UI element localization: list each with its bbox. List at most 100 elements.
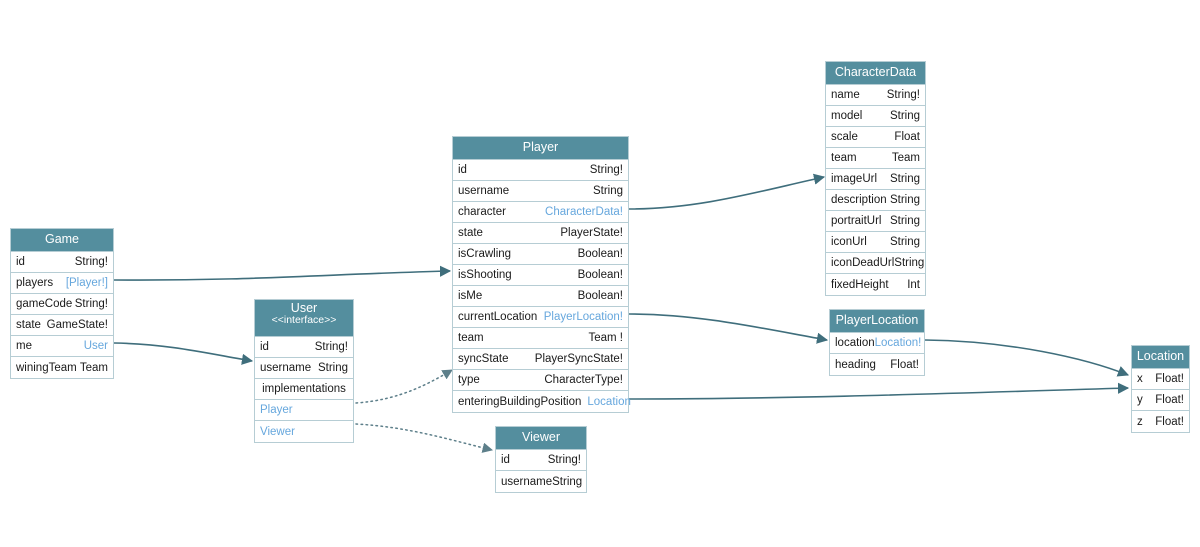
field-type: String! — [314, 341, 348, 353]
field-type: String — [317, 362, 348, 374]
field-row: username String — [453, 181, 628, 202]
field-name: iconUrl — [831, 236, 867, 248]
field-row: character CharacterData! — [453, 202, 628, 223]
implementation-row[interactable]: Player — [255, 400, 353, 421]
field-type: PlayerState! — [560, 227, 623, 239]
field-name: iconDeadUrl — [831, 257, 895, 269]
field-row: isShooting Boolean! — [453, 265, 628, 286]
field-type[interactable]: PlayerLocation! — [543, 311, 623, 323]
field-type: CharacterType! — [544, 374, 623, 386]
edge-player-currentlocation-to-playerlocation — [628, 313, 829, 344]
entity-title-playerlocation: PlayerLocation — [830, 310, 924, 333]
field-name: gameCode — [16, 298, 73, 310]
field-row: isMe Boolean! — [453, 286, 628, 307]
entity-player[interactable]: Player id String! username String charac… — [452, 136, 631, 413]
field-type: Team — [79, 361, 108, 374]
field-row: iconUrl String — [826, 232, 925, 253]
field-row: imageUrl String — [826, 169, 925, 190]
field-type: Boolean! — [577, 269, 623, 281]
field-row: team Team — [826, 148, 925, 169]
entity-user[interactable]: User <<interface>> id String! username S… — [254, 299, 354, 443]
field-name: imageUrl — [831, 173, 878, 185]
field-type: Float! — [1155, 394, 1184, 406]
field-type[interactable]: [Player!] — [65, 277, 108, 289]
field-row: me User — [11, 336, 113, 357]
field-name: username — [260, 362, 312, 374]
field-name: id — [501, 454, 510, 466]
field-type: Float! — [1155, 415, 1184, 428]
entity-game[interactable]: Game id String! players [Player!] gameCo… — [10, 228, 114, 379]
entity-title-viewer: Viewer — [496, 427, 586, 450]
field-row: players [Player!] — [11, 273, 113, 294]
entity-location[interactable]: Location x Float! y Float! z Float! — [1131, 345, 1190, 433]
field-type: Boolean! — [577, 248, 623, 260]
field-name: z — [1137, 415, 1143, 428]
field-type: String — [889, 215, 920, 227]
implementations-label-row: implementations — [255, 379, 353, 400]
field-row: model String — [826, 106, 925, 127]
field-name: heading — [835, 358, 876, 371]
field-name: location — [835, 337, 875, 349]
field-type[interactable]: CharacterData! — [545, 206, 623, 218]
edge-playerlocation-location-to-location — [924, 339, 1130, 377]
field-row: isCrawling Boolean! — [453, 244, 628, 265]
field-type: String! — [886, 89, 920, 101]
edge-user-implements-viewer — [355, 423, 494, 453]
entity-playerlocation[interactable]: PlayerLocation location Location! headin… — [829, 309, 925, 376]
field-type[interactable]: Location — [587, 395, 631, 408]
field-row: x Float! — [1132, 369, 1189, 390]
field-type: Float — [894, 131, 920, 143]
field-name: me — [16, 340, 32, 352]
field-type[interactable]: User — [83, 340, 108, 352]
field-type: Team ! — [588, 332, 623, 344]
edge-game-players-to-player — [113, 265, 452, 281]
field-row: id String! — [496, 450, 586, 471]
field-type: String! — [74, 298, 108, 310]
field-row: team Team ! — [453, 328, 628, 349]
entity-title-user: User <<interface>> — [255, 300, 353, 337]
field-type: String — [889, 173, 920, 185]
edge-player-enteringbuildingposition-to-location — [628, 382, 1130, 400]
field-row: currentLocation PlayerLocation! — [453, 307, 628, 328]
field-name: isCrawling — [458, 248, 512, 260]
edge-player-character-to-characterdata — [628, 173, 826, 210]
edge-user-implements-player — [355, 369, 453, 404]
field-type: String — [592, 185, 623, 197]
field-type: Team — [891, 152, 920, 164]
field-type: String — [552, 475, 583, 488]
field-name: id — [458, 164, 467, 176]
field-name: y — [1137, 394, 1143, 406]
entity-title-user-text: User — [290, 301, 318, 315]
field-name: x — [1137, 373, 1143, 385]
field-type: String — [889, 110, 920, 122]
field-name: isMe — [458, 290, 483, 302]
field-name: id — [260, 341, 269, 353]
field-name: portraitUrl — [831, 215, 882, 227]
field-type[interactable]: Location! — [874, 337, 922, 349]
field-name: name — [831, 89, 860, 101]
field-row: winingTeam Team — [11, 357, 113, 378]
field-type: Boolean! — [577, 290, 623, 302]
field-row: username String — [496, 471, 586, 492]
entity-viewer[interactable]: Viewer id String! username String — [495, 426, 587, 493]
entity-characterdata[interactable]: CharacterData name String! model String … — [825, 61, 926, 296]
field-name: enteringBuildingPosition — [458, 395, 582, 408]
implementation-name[interactable]: Viewer — [260, 425, 295, 438]
edge-game-me-to-user — [113, 342, 254, 365]
field-name: state — [16, 319, 41, 331]
entity-stereotype: <<interface>> — [271, 314, 337, 327]
field-name: fixedHeight — [831, 278, 889, 291]
field-name: username — [501, 475, 553, 488]
implementation-row[interactable]: Viewer — [255, 421, 353, 442]
field-row: state PlayerState! — [453, 223, 628, 244]
field-name: description — [831, 194, 887, 206]
field-name: model — [831, 110, 863, 122]
field-row: fixedHeight Int — [826, 274, 925, 295]
field-type: String — [889, 194, 920, 206]
field-row: type CharacterType! — [453, 370, 628, 391]
field-row: state GameState! — [11, 315, 113, 336]
field-name: scale — [831, 131, 858, 143]
field-type: String! — [547, 454, 581, 466]
implementation-name[interactable]: Player — [260, 404, 293, 416]
entity-title-location: Location — [1132, 346, 1189, 369]
